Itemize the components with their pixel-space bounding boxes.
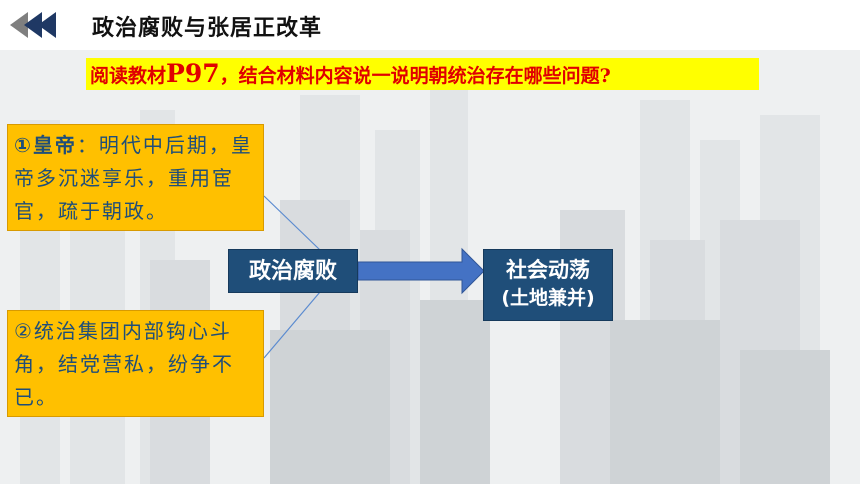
cause2-text: ②统治集团内部钩心斗角，结党营私，纷争不已。	[14, 319, 234, 409]
result-title: 社会动荡	[506, 258, 590, 282]
result-subtitle: (土地兼并)	[501, 287, 595, 309]
node-social-unrest: 社会动荡 (土地兼并)	[483, 249, 613, 321]
connector-bottom	[263, 291, 321, 359]
connector-top	[263, 195, 321, 251]
double-chevron-left-icon	[10, 12, 56, 38]
node-political-corruption: 政治腐败	[228, 249, 358, 293]
arrow-right-icon	[357, 247, 485, 295]
cause1-text: ：明代中后期，皇帝多沉迷享乐，重用宦官，疏于朝政。	[14, 133, 253, 223]
cause-box-officials: ②统治集团内部钩心斗角，结党营私，纷争不已。	[7, 310, 264, 417]
question-suffix: ，结合材料内容说一说明朝统治存在哪些问题?	[219, 65, 611, 87]
title-bar	[0, 0, 860, 50]
question-banner: 阅读教材P97，结合材料内容说一说明朝统治存在哪些问题?	[86, 58, 759, 90]
question-page: P97	[166, 59, 220, 88]
cause1-label: ①皇帝	[14, 133, 77, 157]
cause-box-emperor: ①皇帝：明代中后期，皇帝多沉迷享乐，重用宦官，疏于朝政。	[7, 124, 264, 231]
slide-title: 政治腐败与张居正改革	[92, 15, 323, 41]
question-prefix: 阅读教材	[90, 65, 167, 87]
